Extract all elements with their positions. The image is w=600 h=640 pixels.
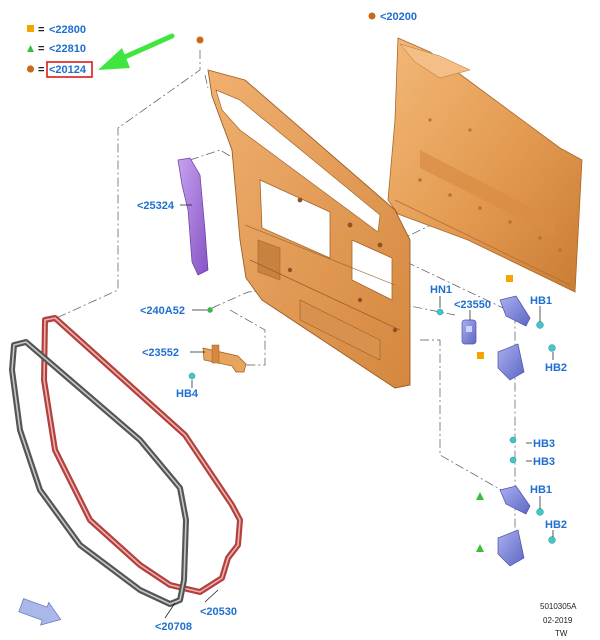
pin-icon xyxy=(207,307,213,313)
callout-hb4: HB4 xyxy=(176,388,199,400)
callout-hn1: HN1 xyxy=(430,284,452,296)
callout-hb2-bottom: HB2 xyxy=(545,519,567,531)
legend-code-22800: <22800 xyxy=(49,24,86,36)
callout-reinforcement: <25324 xyxy=(137,200,175,212)
upper-hinge-door-half xyxy=(499,295,531,327)
callout-hb3-a: HB3 xyxy=(533,438,555,450)
lower-hinge-door-half xyxy=(499,485,531,515)
reinforcement-bracket xyxy=(177,157,209,276)
upper-hinge-body-half xyxy=(497,343,525,381)
legend-code-22810: <22810 xyxy=(49,43,86,55)
hb1-bolt-icon xyxy=(536,508,544,516)
legend-eq: = xyxy=(38,24,44,36)
green-arrow-icon xyxy=(98,33,175,70)
spec-square-icon xyxy=(506,275,513,282)
callout-seal-outer: <20708 xyxy=(155,621,192,633)
figure-initials: TW xyxy=(555,629,568,638)
spec-triangle-icon xyxy=(476,544,484,552)
callout-hb3-b: HB3 xyxy=(533,456,555,468)
outer-door-panel xyxy=(387,37,583,293)
legend-code-20124: <20124 xyxy=(49,64,87,76)
figure-reference: 5010305A xyxy=(540,602,577,611)
inner-door-frame xyxy=(207,69,411,389)
callout-hb1-top: HB1 xyxy=(530,295,552,307)
highlight-box xyxy=(46,61,93,78)
legend-circle-icon xyxy=(26,65,35,73)
door-seal-outer xyxy=(9,339,189,607)
latch-bracket xyxy=(461,319,477,345)
legend-triangle-icon xyxy=(27,45,34,52)
callout-outer-panel: <20200 xyxy=(380,11,417,23)
leader-lines xyxy=(164,204,554,619)
callout-check-arm: <23552 xyxy=(142,347,179,359)
callout-hb2-top: HB2 xyxy=(545,362,567,374)
hb3-bolt-icon xyxy=(509,436,517,444)
callout-hb1-bottom: HB1 xyxy=(530,484,552,496)
callout-bracket: <23550 xyxy=(454,299,491,311)
spec-circle-icon xyxy=(368,12,376,20)
hn1-nut-icon xyxy=(436,308,444,316)
lower-hinge-body-half xyxy=(497,529,525,567)
figure-date: 02-2019 xyxy=(543,616,573,625)
callout-pin: <240A52 xyxy=(140,305,185,317)
check-arm xyxy=(202,344,247,373)
spec-triangle-icon xyxy=(476,492,484,500)
legend: = <22800 = <22810 = <20124 xyxy=(26,24,93,78)
spec-square-icon xyxy=(477,352,484,359)
fasteners xyxy=(188,307,556,544)
legend-square-icon xyxy=(27,25,34,32)
legend-eq: = xyxy=(38,64,44,76)
orientation-arrow-icon xyxy=(18,598,62,626)
spec-circle-icon xyxy=(196,36,204,44)
callout-seal-inner: <20530 xyxy=(200,606,237,618)
hb3-bolt-icon xyxy=(509,456,517,464)
hb2-bolt-icon xyxy=(548,344,556,352)
door-seal-inner xyxy=(41,315,243,595)
legend-eq: = xyxy=(38,43,44,55)
hb2-bolt-icon xyxy=(548,536,556,544)
hb1-bolt-icon xyxy=(536,321,544,329)
hb4-bolt-icon xyxy=(188,372,196,380)
